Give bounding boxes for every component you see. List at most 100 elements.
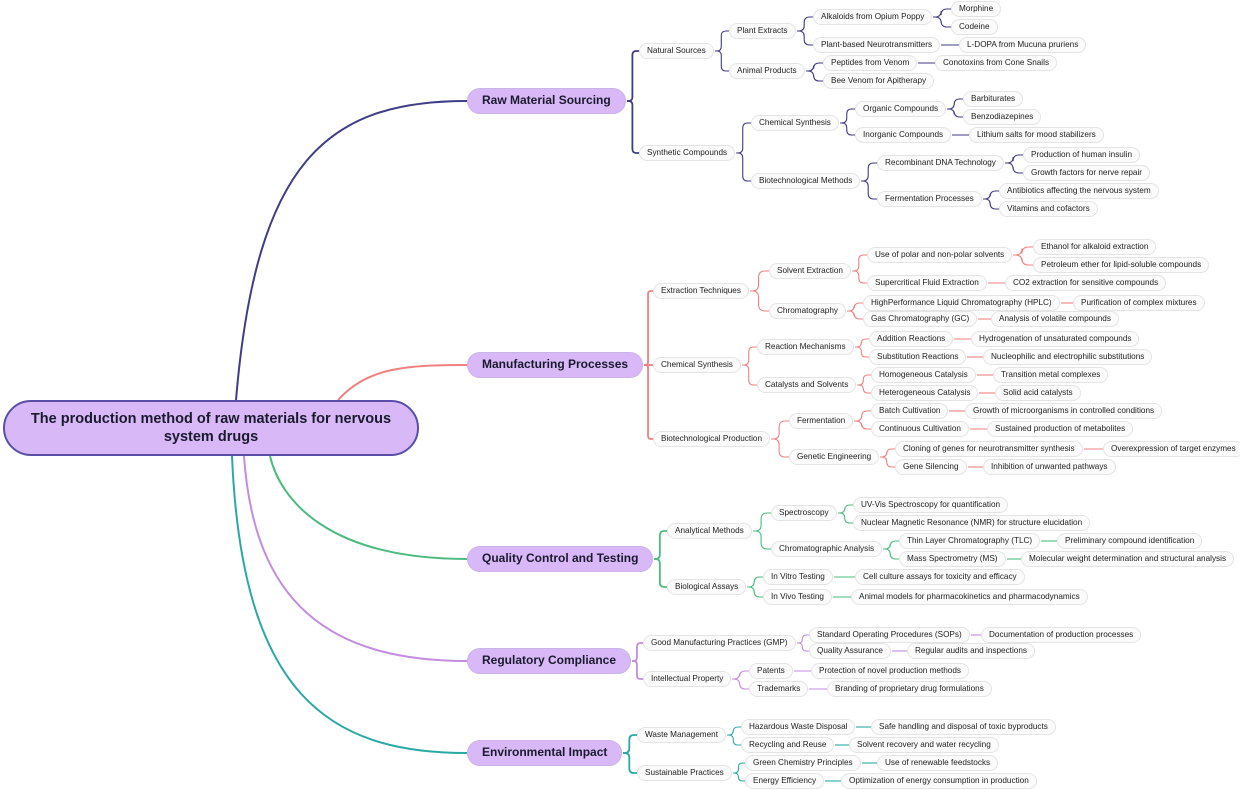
node-manufacturing-catalysts[interactable]: Catalysts and Solvents: [757, 377, 857, 393]
node-manufacturing-heterogeneous[interactable]: Heterogeneous Catalysis: [871, 385, 979, 401]
node-manufacturing[interactable]: Manufacturing Processes: [467, 352, 644, 378]
node-quality-preliminary[interactable]: Preliminary compound identification: [1057, 533, 1203, 549]
node-raw-natural[interactable]: Natural Sources: [639, 43, 714, 59]
node-regulatory[interactable]: Regulatory Compliance: [467, 648, 632, 674]
node-manufacturing-cloning[interactable]: Cloning of genes for neurotransmitter sy…: [895, 441, 1083, 457]
node-manufacturing-sustained[interactable]: Sustained production of metabolites: [987, 421, 1134, 437]
node-manufacturing-hplc[interactable]: HighPerformance Liquid Chromatography (H…: [863, 295, 1060, 311]
node-raw[interactable]: Raw Material Sourcing: [467, 88, 626, 114]
node-manufacturing-biotech[interactable]: Biotechnological Production: [653, 431, 771, 447]
node-quality-nmr[interactable]: Nuclear Magnetic Resonance (NMR) for str…: [853, 515, 1091, 531]
node-environmental-recycling[interactable]: Recycling and Reuse: [741, 737, 835, 753]
node-environmental-optimization[interactable]: Optimization of energy consumption in pr…: [841, 773, 1037, 789]
node-manufacturing-co2[interactable]: CO2 extraction for sensitive compounds: [1005, 275, 1167, 291]
node-regulatory-gmp[interactable]: Good Manufacturing Practices (GMP): [643, 635, 796, 651]
node-manufacturing-substitution[interactable]: Substitution Reactions: [869, 349, 967, 365]
node-raw-inorganic[interactable]: Inorganic Compounds: [855, 127, 952, 143]
node-raw-peptides[interactable]: Peptides from Venom: [823, 55, 918, 71]
node-quality-animal[interactable]: Animal models for pharmacokinetics and p…: [851, 589, 1088, 605]
node-manufacturing-purification[interactable]: Purification of complex mixtures: [1073, 295, 1205, 311]
node-raw-bee[interactable]: Bee Venom for Apitherapy: [823, 73, 935, 89]
node-label: Use of renewable feedstocks: [885, 758, 991, 767]
root-topic[interactable]: The production method of raw materials f…: [3, 400, 419, 456]
node-manufacturing-polar[interactable]: Use of polar and non-polar solvents: [867, 247, 1013, 263]
node-quality-bio-assays[interactable]: Biological Assays: [667, 579, 747, 595]
node-regulatory-documentation[interactable]: Documentation of production processes: [981, 627, 1142, 643]
node-manufacturing-reaction[interactable]: Reaction Mechanisms: [757, 339, 854, 355]
node-environmental-solvent[interactable]: Solvent recovery and water recycling: [849, 737, 999, 753]
node-raw-morphine[interactable]: Morphine: [951, 1, 1002, 17]
node-raw-synthetic[interactable]: Synthetic Compounds: [639, 145, 736, 161]
node-quality-invivo[interactable]: In Vivo Testing: [763, 589, 832, 605]
node-manufacturing-solid[interactable]: Solid acid catalysts: [995, 385, 1081, 401]
node-raw-plant-neuro[interactable]: Plant-based Neurotransmitters: [813, 37, 941, 53]
node-environmental-energy[interactable]: Energy Efficiency: [745, 773, 825, 789]
node-quality[interactable]: Quality Control and Testing: [467, 546, 654, 572]
node-manufacturing-addition[interactable]: Addition Reactions: [869, 331, 954, 347]
node-manufacturing-continuous[interactable]: Continuous Cultivation: [871, 421, 969, 437]
node-manufacturing-hydrogenation[interactable]: Hydrogenation of unsaturated compounds: [971, 331, 1140, 347]
node-quality-analytical[interactable]: Analytical Methods: [667, 523, 752, 539]
node-manufacturing-ethanol[interactable]: Ethanol for alkaloid extraction: [1033, 239, 1157, 255]
node-manufacturing-fermentation[interactable]: Fermentation: [789, 413, 854, 429]
node-raw-antibiotics[interactable]: Antibiotics affecting the nervous system: [999, 183, 1159, 199]
node-quality-invitro[interactable]: In Vitro Testing: [763, 569, 833, 585]
node-environmental-sustainable[interactable]: Sustainable Practices: [637, 765, 732, 781]
node-raw-lithium[interactable]: Lithium salts for mood stabilizers: [969, 127, 1104, 143]
node-quality-chrom-analysis[interactable]: Chromatographic Analysis: [771, 541, 883, 557]
node-raw-ldopa[interactable]: L-DOPA from Mucuna pruriens: [959, 37, 1087, 53]
node-regulatory-protection[interactable]: Protection of novel production methods: [811, 663, 970, 679]
node-raw-biotech[interactable]: Biotechnological Methods: [751, 173, 861, 189]
node-regulatory-sop[interactable]: Standard Operating Procedures (SOPs): [809, 627, 970, 643]
node-regulatory-patents[interactable]: Patents: [749, 663, 793, 679]
node-manufacturing-gc[interactable]: Gas Chromatography (GC): [863, 311, 978, 327]
node-environmental-waste[interactable]: Waste Management: [637, 727, 726, 743]
node-environmental-green[interactable]: Green Chemistry Principles: [745, 755, 861, 771]
node-raw-benzo[interactable]: Benzodiazepines: [963, 109, 1042, 125]
node-raw-growth[interactable]: Growth factors for nerve repair: [1023, 165, 1151, 181]
node-raw-recombinant[interactable]: Recombinant DNA Technology: [877, 155, 1004, 171]
node-manufacturing-nucleophilic[interactable]: Nucleophilic and electrophilic substitut…: [983, 349, 1153, 365]
node-raw-organic[interactable]: Organic Compounds: [855, 101, 947, 117]
node-raw-alkaloids[interactable]: Alkaloids from Opium Poppy: [813, 9, 933, 25]
node-quality-molecular[interactable]: Molecular weight determination and struc…: [1021, 551, 1235, 567]
node-manufacturing-solvent[interactable]: Solvent Extraction: [769, 263, 851, 279]
node-manufacturing-genetic[interactable]: Genetic Engineering: [789, 449, 880, 465]
node-manufacturing-volatile[interactable]: Analysis of volatile compounds: [991, 311, 1119, 327]
node-regulatory-trademarks[interactable]: Trademarks: [749, 681, 809, 697]
node-manufacturing-petroleum[interactable]: Petroleum ether for lipid-soluble compou…: [1033, 257, 1210, 273]
node-quality-uvvis[interactable]: UV-Vis Spectroscopy for quantification: [853, 497, 1009, 513]
node-regulatory-qa[interactable]: Quality Assurance: [809, 643, 891, 659]
node-raw-chem-synth[interactable]: Chemical Synthesis: [751, 115, 839, 131]
node-manufacturing-overexpression[interactable]: Overexpression of target enzymes: [1103, 441, 1240, 457]
node-manufacturing-silencing[interactable]: Gene Silencing: [895, 459, 967, 475]
node-raw-insulin[interactable]: Production of human insulin: [1023, 147, 1141, 163]
node-quality-cell[interactable]: Cell culture assays for toxicity and eff…: [855, 569, 1025, 585]
node-manufacturing-supercritical[interactable]: Supercritical Fluid Extraction: [867, 275, 987, 291]
node-environmental-safe[interactable]: Safe handling and disposal of toxic bypr…: [871, 719, 1056, 735]
node-manufacturing-growth[interactable]: Growth of microorganisms in controlled c…: [965, 403, 1163, 419]
node-manufacturing-chem-synth[interactable]: Chemical Synthesis: [653, 357, 741, 373]
node-manufacturing-batch[interactable]: Batch Cultivation: [871, 403, 949, 419]
node-raw-plant-extracts[interactable]: Plant Extracts: [729, 23, 796, 39]
node-raw-conotoxins[interactable]: Conotoxins from Cone Snails: [935, 55, 1058, 71]
node-raw-codeine[interactable]: Codeine: [951, 19, 998, 35]
node-quality-tlc[interactable]: Thin Layer Chromatography (TLC): [899, 533, 1041, 549]
node-manufacturing-inhibition[interactable]: Inhibition of unwanted pathways: [983, 459, 1116, 475]
node-regulatory-branding[interactable]: Branding of proprietary drug formulation…: [827, 681, 992, 697]
node-environmental-hazardous[interactable]: Hazardous Waste Disposal: [741, 719, 856, 735]
node-manufacturing-extraction[interactable]: Extraction Techniques: [653, 283, 749, 299]
node-regulatory-ip[interactable]: Intellectual Property: [643, 671, 732, 687]
node-regulatory-audits[interactable]: Regular audits and inspections: [907, 643, 1035, 659]
node-raw-fermentation[interactable]: Fermentation Processes: [877, 191, 982, 207]
node-raw-barbiturates[interactable]: Barbiturates: [963, 91, 1024, 107]
node-manufacturing-chromatography[interactable]: Chromatography: [769, 303, 846, 319]
node-raw-vitamins[interactable]: Vitamins and cofactors: [999, 201, 1098, 217]
node-environmental-renewable[interactable]: Use of renewable feedstocks: [877, 755, 999, 771]
node-environmental[interactable]: Environmental Impact: [467, 740, 623, 766]
node-raw-animal[interactable]: Animal Products: [729, 63, 805, 79]
node-manufacturing-homogeneous[interactable]: Homogeneous Catalysis: [871, 367, 976, 383]
node-manufacturing-transition[interactable]: Transition metal complexes: [993, 367, 1109, 383]
node-quality-ms[interactable]: Mass Spectrometry (MS): [899, 551, 1006, 567]
node-quality-spectroscopy[interactable]: Spectroscopy: [771, 505, 837, 521]
